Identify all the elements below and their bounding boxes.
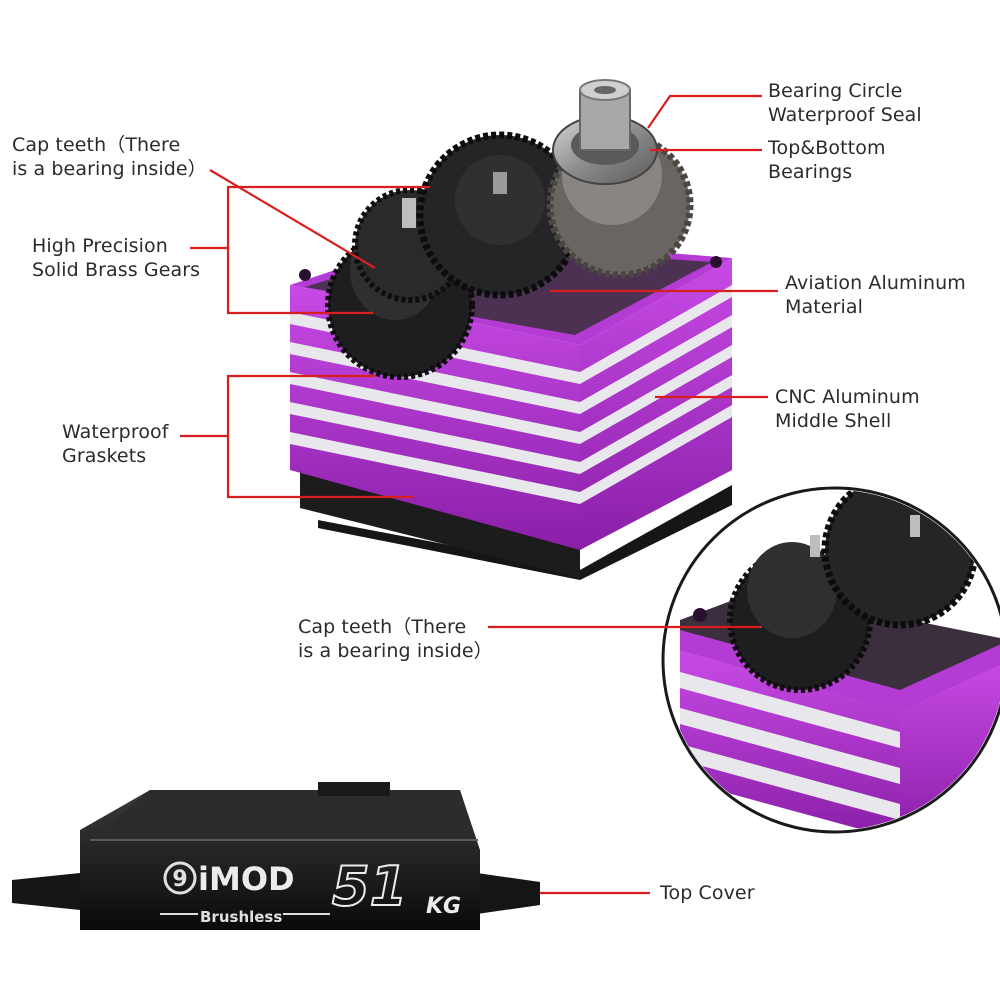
leader-brass-gears [190, 185, 430, 250]
leader-bearing-seal [647, 94, 762, 129]
leader-cap-teeth-top [209, 169, 376, 269]
gear-train [325, 79, 694, 380]
leader-lines [180, 94, 778, 895]
detail-circle [661, 486, 1000, 834]
main-servo [290, 79, 732, 580]
leader-gaskets [180, 374, 375, 438]
brushless-label: Brushless [200, 908, 282, 926]
torque-value: 51 [332, 855, 407, 918]
logo-badge [163, 861, 197, 895]
label-top-cover: Top Cover [660, 882, 755, 904]
top-cover: 9 iMOD 51 KG Brushless [12, 782, 540, 930]
torque-unit: KG [426, 894, 461, 919]
brand-name: iMOD [198, 860, 295, 898]
logo-numeral: 9 [172, 867, 187, 892]
